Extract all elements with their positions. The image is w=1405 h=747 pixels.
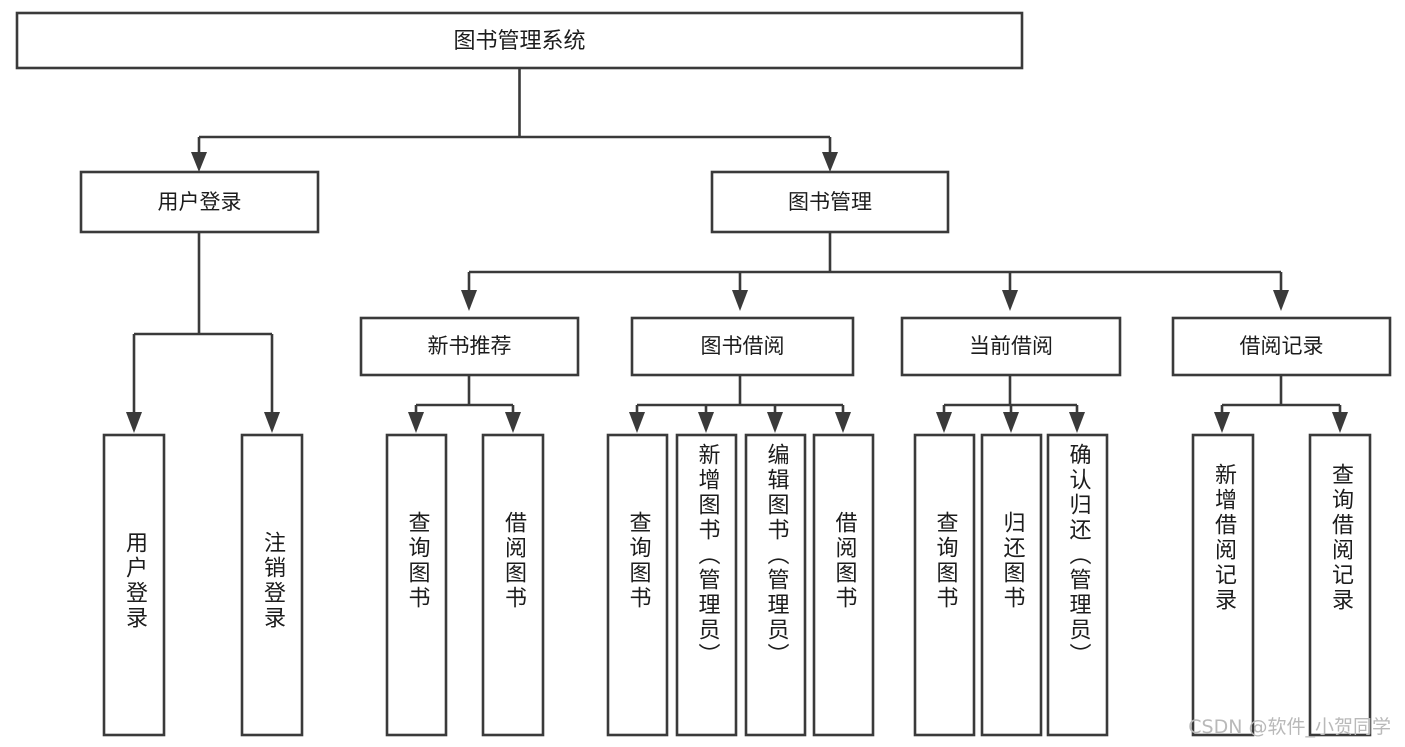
arrow-head-icon	[1069, 412, 1085, 433]
node-book-borrow-label: 图书借阅	[701, 334, 785, 358]
leaf-box-logout[interactable]	[240, 433, 304, 737]
leaf-box-query-book-nb[interactable]	[385, 433, 448, 737]
node-borrow-record-box	[1171, 316, 1392, 377]
arrow-head-icon	[1273, 290, 1289, 311]
arrow-head-icon	[126, 412, 142, 433]
leaf-boxes-borrow-record	[1191, 433, 1372, 737]
arrow-head-icon	[767, 412, 783, 433]
arrow-head-icon	[835, 412, 851, 433]
node-new-book-recommend[interactable]: 新书推荐	[359, 316, 580, 377]
connector-group-root	[191, 68, 838, 172]
connector-group-new-book	[408, 375, 521, 433]
leaf-boxes-user-login	[102, 433, 304, 737]
node-current-borrow-label: 当前借阅	[969, 334, 1053, 358]
node-root-system[interactable]: 图书管理系统	[15, 11, 1024, 70]
leaf-box-query-borrow-record[interactable]	[1308, 433, 1372, 737]
connector-group-user-login	[126, 232, 280, 433]
node-root-label: 图书管理系统	[453, 29, 585, 54]
node-user-login-box	[79, 170, 320, 234]
leaf-box-user-login[interactable]	[102, 433, 166, 737]
arrow-head-icon	[629, 412, 645, 433]
arrow-head-icon	[698, 412, 714, 433]
leaf-box-edit-book-admin[interactable]	[744, 433, 807, 737]
arrow-head-icon	[732, 290, 748, 311]
node-new-book-recommend-box	[359, 316, 580, 377]
leaf-box-borrow-book-nb[interactable]	[481, 433, 545, 737]
arrow-head-icon	[505, 412, 521, 433]
leaf-box-confirm-return-admin[interactable]	[1046, 433, 1109, 737]
arrow-head-icon	[1003, 412, 1019, 433]
arrow-head-icon	[1002, 290, 1018, 311]
node-user-login[interactable]: 用户登录	[79, 170, 320, 234]
arrow-head-icon	[936, 412, 952, 433]
node-user-login-label: 用户登录	[158, 190, 242, 214]
node-current-borrow-box	[900, 316, 1122, 377]
leaf-box-return-book[interactable]	[980, 433, 1043, 737]
arrow-head-icon	[822, 152, 838, 172]
leaf-box-query-book-bb[interactable]	[606, 433, 669, 737]
leaf-box-add-borrow-record[interactable]	[1191, 433, 1255, 737]
node-book-borrow[interactable]: 图书借阅	[630, 316, 855, 377]
leaf-box-borrow-book-bb[interactable]	[812, 433, 875, 737]
node-book-borrow-box	[630, 316, 855, 377]
leaf-boxes-current-borrow	[913, 433, 1109, 737]
leaf-box-query-book-cb[interactable]	[913, 433, 976, 737]
node-book-management-label: 图书管理	[788, 190, 872, 214]
node-current-borrow[interactable]: 当前借阅	[900, 316, 1122, 377]
arrow-head-icon	[1214, 412, 1230, 433]
node-new-book-recommend-label: 新书推荐	[428, 334, 512, 358]
connector-group-book-borrow	[629, 375, 851, 433]
connector-group-current-borrow	[936, 375, 1085, 433]
node-book-management[interactable]: 图书管理	[710, 170, 950, 234]
node-book-management-box	[710, 170, 950, 234]
arrow-head-icon	[191, 152, 207, 172]
arrow-head-icon	[408, 412, 424, 433]
leaf-box-add-book-admin[interactable]	[675, 433, 738, 737]
arrow-head-icon	[264, 412, 280, 433]
node-borrow-record-label: 借阅记录	[1240, 334, 1324, 358]
leaf-boxes-book-borrow	[606, 433, 875, 737]
arrow-head-icon	[1332, 412, 1348, 433]
connector-group-book-management	[461, 232, 1289, 311]
node-root-box	[15, 11, 1024, 70]
arrow-head-icon	[461, 290, 477, 311]
connector-group-borrow-record	[1214, 375, 1348, 433]
leaf-boxes-new-book-recommend	[385, 433, 545, 737]
node-borrow-record[interactable]: 借阅记录	[1171, 316, 1392, 377]
